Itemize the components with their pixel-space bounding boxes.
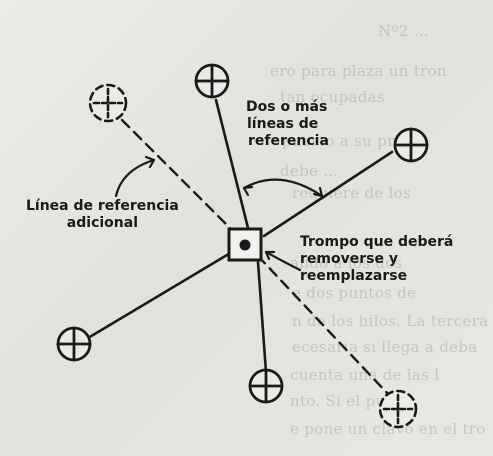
label-line: reemplazarse bbox=[300, 268, 408, 284]
marker-top-icon bbox=[194, 63, 230, 99]
bg-text-line: ando a los dos bbox=[290, 254, 403, 272]
bg-text-line: n de los hilos. La tercera bbox=[292, 312, 489, 330]
bg-text-line: e dos puntos de bbox=[292, 284, 417, 302]
additional-line-arrow-icon bbox=[114, 155, 156, 198]
marker-bottom-icon bbox=[248, 368, 284, 404]
reference-line-bottom bbox=[256, 260, 268, 374]
reference-line-lower-left bbox=[86, 250, 234, 340]
label-line: Línea de referencia bbox=[26, 198, 179, 214]
additional-reference-line-lower bbox=[256, 254, 390, 396]
label-line: adicional bbox=[66, 215, 138, 231]
label-line: Dos o más bbox=[246, 99, 328, 115]
bg-text-line: cuenta una de las l bbox=[290, 366, 440, 384]
marker-lower-left-icon bbox=[56, 326, 92, 362]
marker-dashed-lower-right-icon bbox=[378, 389, 418, 429]
bg-text-line: Nº2 ... bbox=[378, 22, 429, 40]
bg-text-line: e pone un clavo en el tro bbox=[290, 420, 486, 438]
bg-text-line: debe ... bbox=[280, 162, 339, 180]
bg-text-line: tan ocupadas bbox=[280, 88, 385, 106]
marker-upper-right-icon bbox=[393, 127, 429, 163]
label-stake: Trompo que deberá removerse y reemplazar… bbox=[300, 234, 453, 285]
label-additional-line: Línea de referencia adicional bbox=[26, 198, 179, 232]
center-stake-icon bbox=[227, 227, 263, 262]
label-reference-lines: Dos o más líneas de referencia bbox=[246, 99, 329, 150]
bg-text-line: ero para plaza un tron bbox=[270, 62, 447, 80]
label-line: líneas de bbox=[247, 116, 319, 132]
marker-dashed-upper-left-icon bbox=[88, 83, 128, 123]
reference-line-upper-right bbox=[262, 150, 394, 238]
additional-reference-line-upper bbox=[120, 118, 236, 234]
bg-text-line: puesto a su pr bbox=[282, 132, 395, 150]
label-line: Trompo que deberá bbox=[300, 234, 454, 250]
label-line: referencia bbox=[248, 133, 329, 149]
reference-line-top bbox=[214, 98, 250, 230]
reference-lines-arrow-icon bbox=[242, 178, 324, 198]
label-line: removerse y bbox=[300, 251, 398, 267]
bg-text-line: ecesaria si llega a deba bbox=[292, 338, 478, 356]
stake-arrow-icon bbox=[264, 250, 302, 272]
